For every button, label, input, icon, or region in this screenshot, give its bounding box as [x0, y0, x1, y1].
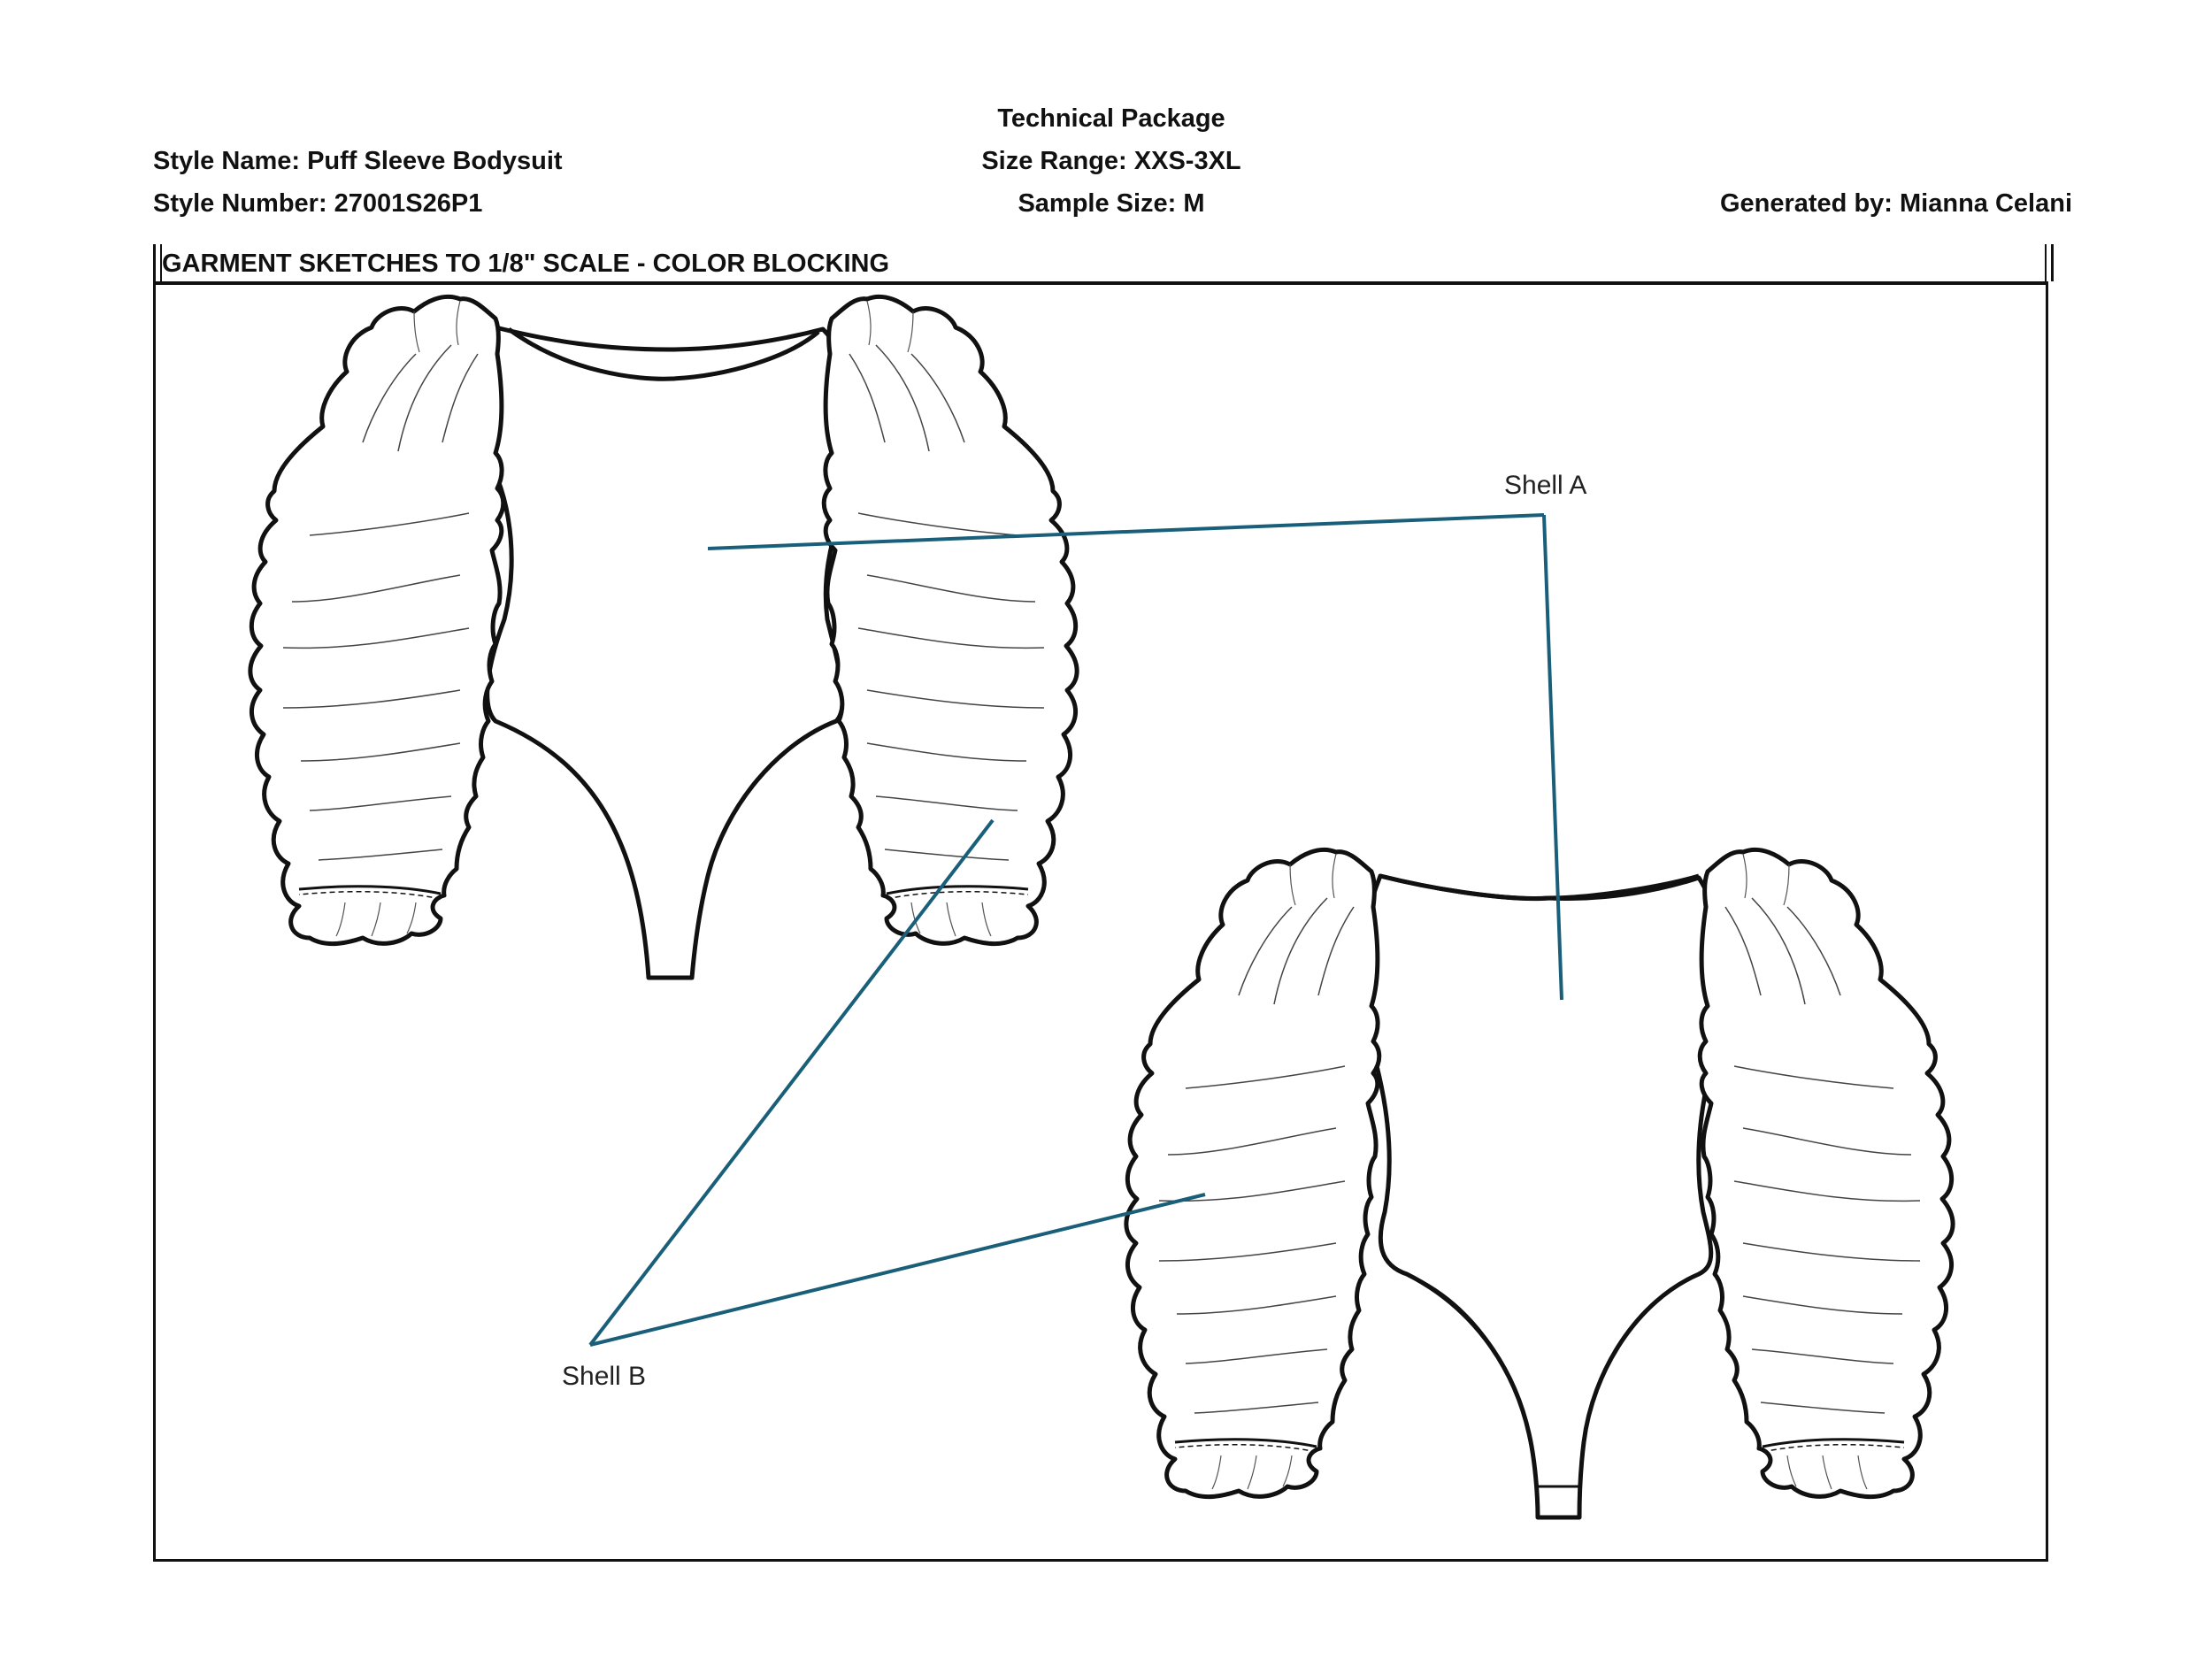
section-title-bar	[153, 244, 2054, 281]
sketch-frame	[153, 281, 2048, 1562]
sample-size: Sample Size: M	[1018, 189, 1205, 218]
callout-label-shell-a: Shell A	[1504, 471, 1586, 500]
generated-by: Generated by: Mianna Celani	[1719, 189, 2072, 218]
callout-label-shell-b: Shell B	[562, 1362, 646, 1391]
back-sketch	[1126, 849, 1953, 1520]
front-sketch	[250, 296, 1077, 980]
callout-shell-b	[588, 818, 1206, 1347]
size-range: Size Range: XXS-3XL	[981, 147, 1241, 175]
style-number: Style Number: 27001S26P1	[153, 189, 483, 218]
doc-title: Technical Package	[997, 104, 1225, 133]
callout-shell-a	[707, 513, 1563, 1001]
style-name: Style Name: Puff Sleeve Bodysuit	[153, 147, 563, 175]
section-title: GARMENT SKETCHES TO 1/8" SCALE - COLOR B…	[162, 250, 890, 278]
